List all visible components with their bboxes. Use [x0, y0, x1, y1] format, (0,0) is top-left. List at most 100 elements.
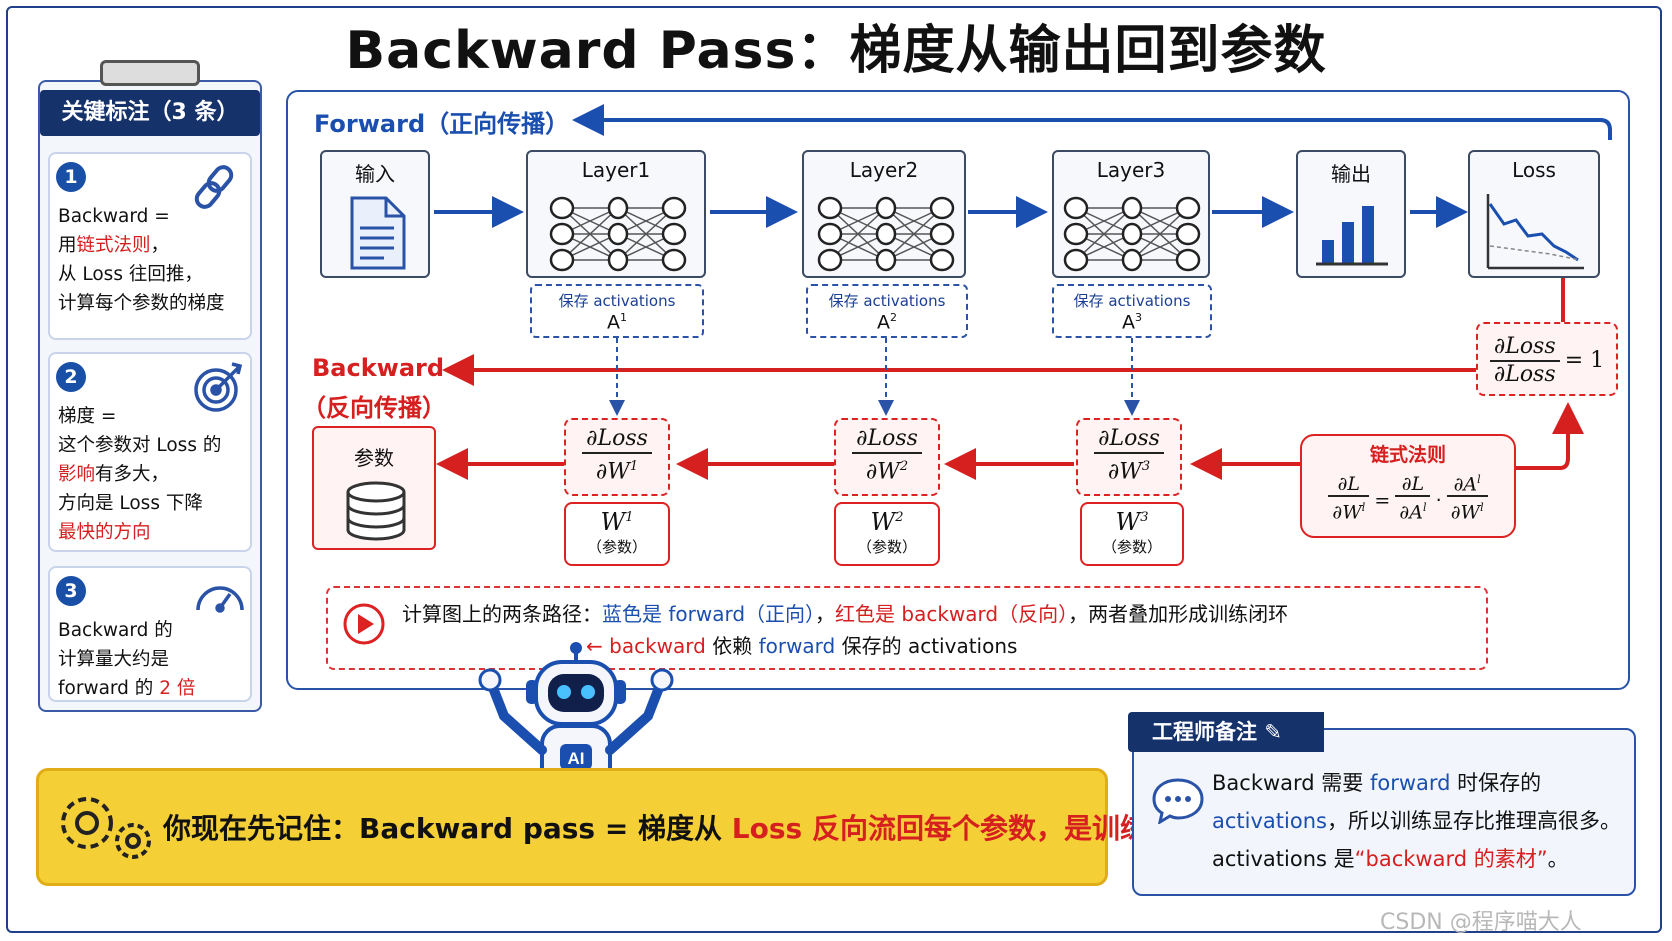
nn-neuron — [607, 196, 629, 220]
key-note-card-2: 2 梯度 =这个参数对 Loss 的影响有多大，方向是 Loss 下降最快的方向 — [48, 352, 252, 552]
nn-neuron — [1175, 222, 1201, 246]
layer1-label: Layer1 — [581, 158, 651, 182]
dloss-rhs: = 1 — [1564, 348, 1605, 373]
nn-neuron — [661, 196, 687, 220]
text-segment: 方向是 Loss 下降 — [58, 493, 203, 514]
text-segment: ，所以训练显存比推理高很多。 — [1326, 809, 1621, 833]
text-segment: 影响 — [58, 464, 96, 485]
text-segment: Backward = — [58, 206, 170, 227]
nn-neuron — [1121, 248, 1143, 272]
dloss-numerator: ∂Loss — [1489, 334, 1560, 362]
text-segment: 计算量大约是 — [58, 649, 170, 670]
weight-index: 2 — [895, 510, 904, 525]
text-line: 影响有多大， — [58, 460, 244, 489]
chain-link-icon — [194, 165, 234, 209]
text-segment: 红色是 backward（反向） — [835, 602, 1069, 626]
text-segment: 计算每个参数的梯度 — [58, 293, 225, 314]
text-line: forward 的 2 倍 — [58, 674, 244, 703]
watermark: CSDN @程序喵大人 — [1380, 910, 1582, 935]
activation-sym: A — [1122, 311, 1135, 334]
gradient-index: 3 — [1141, 459, 1151, 474]
document-icon — [350, 196, 406, 270]
activation-sym: A — [877, 311, 890, 334]
text-segment: 这个参数对 Loss 的 — [58, 435, 222, 456]
chain-eq: = — [1374, 489, 1391, 512]
saved-activation-3: 保存 activations A3 — [1052, 284, 1212, 338]
backward-label-sub: （反向传播） — [302, 394, 446, 422]
chain-sup: l — [1361, 501, 1366, 515]
weight-sym: W — [1115, 508, 1141, 536]
text-segment: 你现在先记住：Backward pass = 梯度从 — [163, 812, 732, 845]
text-segment: activations — [1212, 809, 1327, 833]
saved-activation-1: 保存 activations A1 — [530, 284, 704, 338]
chain-r2-den-sym: ∂W — [1450, 501, 1481, 524]
gradient-numerator: ∂Loss — [582, 426, 652, 454]
text-segment: forward — [1369, 771, 1451, 795]
text-segment: ， — [815, 602, 836, 626]
engineer-note-text: Backward 需要 forward 时保存的 activations，所以训练… — [1212, 764, 1621, 878]
chain-sup: l — [1477, 473, 1481, 486]
loss-curve-icon — [1486, 194, 1584, 270]
activation-symbol: A3 — [1054, 311, 1210, 333]
gradient-denominator: ∂W2 — [852, 454, 922, 485]
key-note-text-3: Backward 的计算量大约是 forward 的 2 倍 — [58, 616, 244, 703]
nn-neuron — [1121, 222, 1143, 246]
text-segment: activations 是 — [1212, 847, 1355, 871]
chain-l1-num: ∂L — [1328, 473, 1370, 498]
robot-badge: AI — [568, 749, 585, 768]
dloss-fraction: ∂Loss ∂Loss — [1489, 334, 1560, 388]
gradient-den-sym: ∂W — [1107, 459, 1142, 485]
text-segment: 保存的 activations — [835, 634, 1018, 658]
gradient-denominator: ∂W3 — [1094, 454, 1164, 485]
chain-rule-box: 链式法则 ∂L∂Wl = ∂L∂Al · ∂Al∂Wl — [1300, 434, 1516, 538]
nn-neuron — [1175, 248, 1201, 272]
nn-neuron — [607, 222, 629, 246]
chain-dot: · — [1435, 489, 1442, 512]
activation-caption: 保存 activations — [1073, 292, 1191, 310]
gradient-box-3: ∂Loss∂W3 — [1076, 418, 1182, 496]
note-line-2-text: backward 依赖 forward 保存的 activations — [609, 634, 1017, 658]
weight-box-3: W3 （参数） — [1080, 502, 1184, 566]
nn-neuron — [549, 248, 575, 272]
dloss-dloss-box: ∂Loss ∂Loss = 1 — [1476, 322, 1618, 396]
text-line: Backward = — [58, 202, 244, 231]
output-node: 输出 — [1296, 150, 1406, 278]
nn-connection — [561, 207, 619, 261]
chain-frac-left: ∂L∂Wl — [1328, 473, 1370, 524]
chain-r1-den: ∂Al — [1395, 497, 1430, 523]
text-line: 计算量大约是 — [58, 645, 244, 674]
weight-sym: W — [600, 508, 626, 536]
weight-caption: （参数） — [586, 538, 647, 556]
note-number-badge: 1 — [56, 162, 86, 192]
neural-net-icon — [1063, 196, 1201, 272]
speech-bubble-icon — [1152, 778, 1204, 824]
nn-connection — [1075, 207, 1133, 261]
dloss-denominator: ∂Loss — [1493, 362, 1556, 387]
nn-neuron — [929, 196, 955, 220]
output-label: 输出 — [1331, 162, 1371, 186]
chain-r2-num: ∂Al — [1446, 469, 1488, 498]
nn-neuron — [1063, 248, 1089, 272]
text-segment: 计算图上的两条路径： — [402, 602, 602, 626]
nn-neuron — [1063, 222, 1089, 246]
chain-frac-r2: ∂Al ∂W l — [1446, 469, 1488, 524]
input-label: 输入 — [355, 162, 395, 186]
gears-icon — [61, 797, 151, 859]
text-segment: forward — [758, 634, 836, 658]
text-segment: Backward 的 — [58, 620, 173, 641]
gradient-numerator: ∂Loss — [852, 426, 922, 454]
gradient-denominator: ∂W1 — [582, 454, 652, 485]
nn-neuron — [661, 248, 687, 272]
gradient-index: 1 — [629, 459, 639, 474]
nn-neuron — [1121, 196, 1143, 220]
key-note-text-2: 梯度 =这个参数对 Loss 的影响有多大，方向是 Loss 下降最快的方向 — [58, 402, 244, 547]
text-segment: 依赖 — [705, 634, 759, 658]
neural-net-icon — [817, 196, 955, 272]
play-icon — [343, 603, 385, 645]
text-line: Backward 需要 forward 时保存的 — [1212, 764, 1621, 802]
engineer-note-box: Backward 需要 forward 时保存的 activations，所以训练… — [1132, 728, 1636, 896]
note-arrow: ← — [586, 634, 603, 658]
neural-net-icon — [549, 196, 687, 272]
nn-neuron — [1175, 196, 1201, 220]
text-line: activations 是“backward 的素材”。 — [1212, 840, 1621, 878]
